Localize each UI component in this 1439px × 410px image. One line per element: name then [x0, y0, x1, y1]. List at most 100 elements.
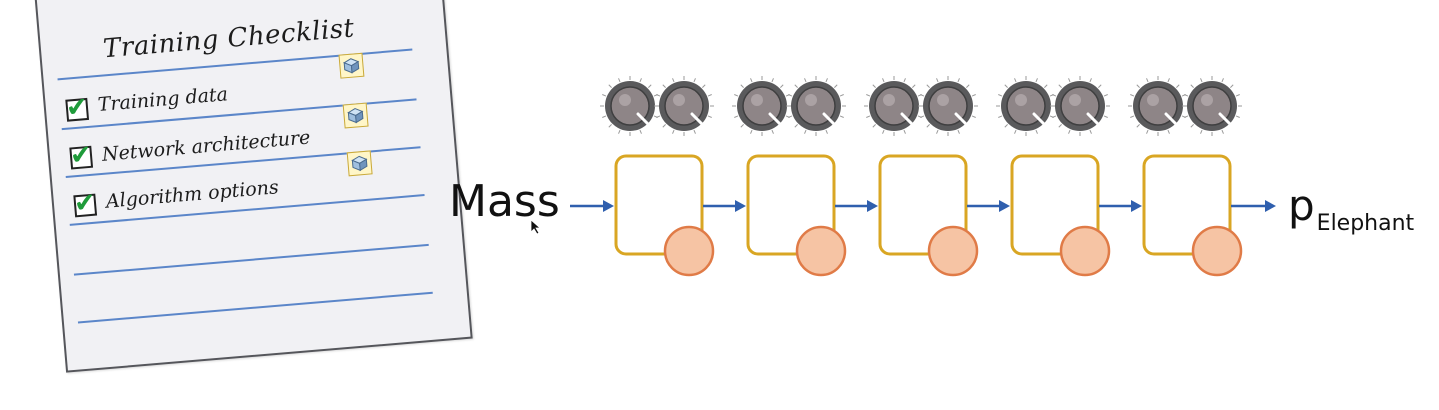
knob-tick	[1130, 94, 1135, 97]
knob-pointer	[822, 112, 840, 130]
layer-node	[795, 225, 847, 277]
knob-tick	[998, 115, 1003, 118]
knob-tick	[1167, 78, 1170, 83]
knob-tick	[1058, 124, 1062, 128]
knob-tick	[707, 115, 712, 118]
cube-icon[interactable]	[338, 52, 365, 79]
knob-tick	[1230, 84, 1234, 88]
knob-tick	[936, 78, 939, 83]
knob-tick	[882, 129, 885, 134]
knob-tick	[1235, 94, 1240, 97]
knob-tick	[1052, 94, 1057, 97]
knob-tick	[780, 84, 784, 88]
output-subscript: Elephant	[1316, 210, 1415, 236]
layer-node	[927, 225, 979, 277]
input-arrow-head	[603, 200, 614, 212]
knob-tick	[1098, 84, 1102, 88]
knob-tick	[618, 78, 621, 83]
knob-tick	[1103, 94, 1108, 97]
knob-tick	[1200, 78, 1203, 83]
knob-tick	[608, 84, 612, 88]
knob-tick	[834, 84, 838, 88]
knob-tick	[825, 129, 828, 134]
knob-tick	[1190, 124, 1194, 128]
knob-tick	[702, 84, 706, 88]
knob-tick	[618, 129, 621, 134]
knob-tick	[1044, 84, 1048, 88]
knob-tick	[1167, 129, 1170, 134]
layer-node	[1191, 225, 1243, 277]
knob-tick	[1052, 115, 1057, 118]
knob-tick	[734, 115, 739, 118]
connection-arrow-head	[1131, 200, 1142, 212]
knob-tick	[1136, 124, 1140, 128]
knob-tick	[648, 84, 652, 88]
output-arrow-head	[1265, 200, 1276, 212]
knob-tick	[602, 115, 607, 118]
knob-tick	[662, 84, 666, 88]
knob-tick	[1176, 84, 1180, 88]
knob-tick	[602, 94, 607, 97]
knob-tick	[839, 94, 844, 97]
knob-highlight	[805, 94, 817, 106]
training-checklist: Training Checklist ✔ Training data ✔ Net…	[34, 0, 473, 373]
knob-tick	[1035, 129, 1038, 134]
knob-tick	[825, 78, 828, 83]
knob-tick	[1089, 129, 1092, 134]
knob-pointer	[900, 112, 918, 130]
knob-tick	[1004, 124, 1008, 128]
knob-tick	[672, 129, 675, 134]
knob-tick	[656, 115, 661, 118]
knob-tick	[971, 115, 976, 118]
knob-tick	[926, 84, 930, 88]
knob-tick	[1146, 129, 1149, 134]
knob-tick	[872, 84, 876, 88]
knob-pointer	[1218, 112, 1236, 130]
knob-tick	[608, 124, 612, 128]
layer-node	[1059, 225, 1111, 277]
input-label-mass: Mass	[449, 176, 560, 227]
cube-icon[interactable]	[346, 150, 373, 177]
knob-tick	[1014, 129, 1017, 134]
knob-pointer	[1086, 112, 1104, 130]
knob-tick	[662, 124, 666, 128]
mouse-cursor-icon	[530, 219, 542, 235]
knob-tick	[750, 78, 753, 83]
knob-tick	[1089, 78, 1092, 83]
knob-tick	[639, 129, 642, 134]
output-label: pElephant	[1288, 181, 1414, 236]
knob-tick	[903, 78, 906, 83]
knob-tick	[872, 124, 876, 128]
knob-tick	[771, 129, 774, 134]
knob-highlight	[1069, 94, 1081, 106]
knob-tick	[966, 84, 970, 88]
knob-pointer	[954, 112, 972, 130]
cube-icon[interactable]	[342, 102, 369, 129]
knob-tick	[903, 129, 906, 134]
knob-tick	[1190, 84, 1194, 88]
knob-tick	[1014, 78, 1017, 83]
knob-tick	[734, 94, 739, 97]
knob-tick	[740, 84, 744, 88]
knob-tick	[839, 115, 844, 118]
knob-highlight	[751, 94, 763, 106]
knob-tick	[998, 94, 1003, 97]
knob-tick	[1146, 78, 1149, 83]
knob-tick	[1004, 84, 1008, 88]
knob-tick	[1130, 115, 1135, 118]
layer-node	[663, 225, 715, 277]
knob-pointer	[636, 112, 654, 130]
knob-tick	[957, 78, 960, 83]
knob-tick	[882, 78, 885, 83]
knob-tick	[1136, 84, 1140, 88]
knob-tick	[794, 124, 798, 128]
knob-tick	[794, 84, 798, 88]
knob-pointer	[1164, 112, 1182, 130]
knob-tick	[788, 115, 793, 118]
knob-highlight	[673, 94, 685, 106]
knob-tick	[1068, 78, 1071, 83]
connection-arrow-head	[735, 200, 746, 212]
knob-tick	[750, 129, 753, 134]
knob-tick	[1068, 129, 1071, 134]
